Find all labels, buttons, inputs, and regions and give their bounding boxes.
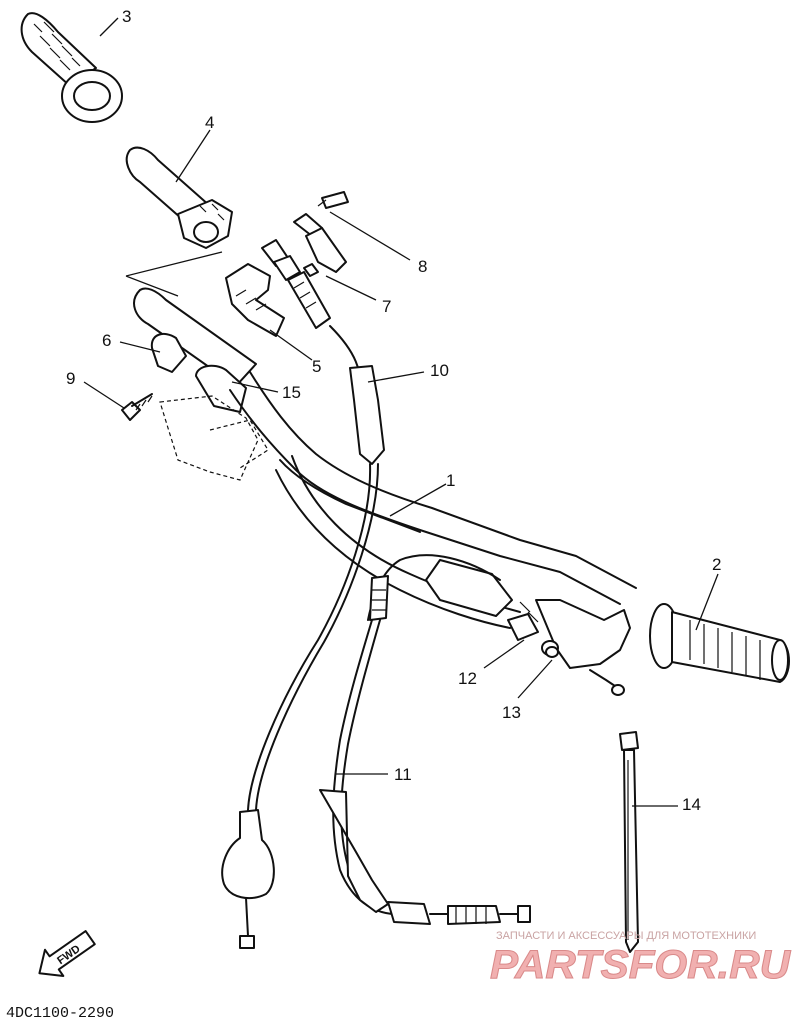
callout-2: 2 — [712, 555, 721, 574]
clutch-cable-part[interactable] — [319, 554, 531, 925]
callout-3: 3 — [122, 7, 131, 26]
callout-1: 1 — [446, 471, 455, 490]
watermark-brand: PARTSFOR.RU — [490, 943, 791, 987]
arrow-down-left-icon: FWD — [38, 930, 96, 977]
throttle-grip-part[interactable] — [125, 146, 233, 249]
throttle-cable-part[interactable] — [221, 325, 385, 949]
callout-4: 4 — [205, 113, 214, 132]
callout-8: 8 — [418, 257, 427, 276]
cable-tie-part[interactable] — [619, 731, 639, 953]
adjuster-nut-part[interactable] — [507, 613, 625, 696]
throttle-housing-part[interactable] — [133, 287, 269, 481]
callout-14: 14 — [682, 795, 701, 814]
callout-12: 12 — [458, 669, 477, 688]
cable-housing-cap-part[interactable] — [225, 263, 285, 337]
callout-9: 9 — [66, 369, 75, 388]
screw-part[interactable] — [121, 393, 153, 421]
grip-left-part[interactable] — [20, 12, 123, 123]
callout-5: 5 — [312, 357, 321, 376]
callout-13: 13 — [502, 703, 521, 722]
grip-right-part[interactable] — [649, 603, 790, 683]
callout-15: 15 — [282, 383, 301, 402]
callout-7: 7 — [382, 297, 391, 316]
callout-10: 10 — [430, 361, 449, 380]
callout-11: 11 — [394, 765, 412, 784]
lever-bracket-part[interactable] — [293, 191, 349, 273]
diagram-code: 4DC1100-2290 — [6, 1005, 114, 1022]
callout-6: 6 — [102, 331, 111, 350]
watermark-caption: ЗАПЧАСТИ И АКСЕССУАРЫ ДЛЯ МОТОТЕХНИКИ — [496, 930, 756, 942]
handlebar-part[interactable] — [229, 371, 637, 669]
cable-adjuster-part[interactable] — [261, 239, 331, 329]
